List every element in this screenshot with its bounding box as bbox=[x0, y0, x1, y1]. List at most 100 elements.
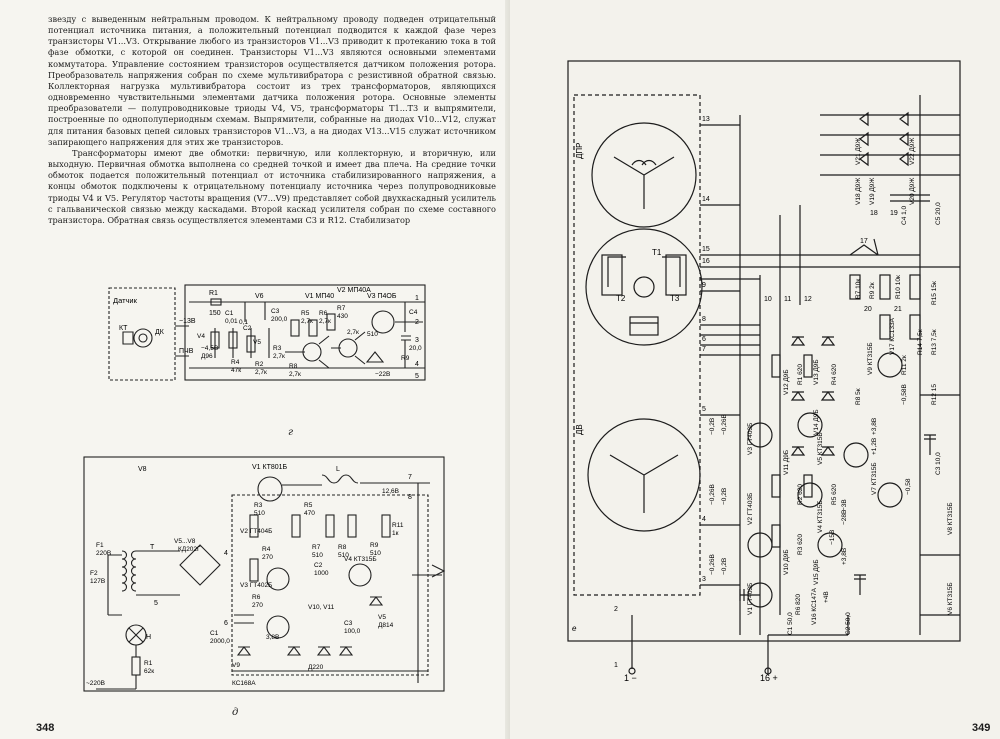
fig-d-label-9: 270 bbox=[252, 602, 263, 609]
fig-d-label-22: R9 bbox=[370, 542, 379, 549]
fig-d-label-25: 1к bbox=[392, 530, 399, 537]
fig-g-label-40: ПЧВ bbox=[179, 348, 194, 355]
comp-r3: R3 620 bbox=[797, 534, 804, 555]
fig-g-label-23: R8 bbox=[289, 363, 298, 370]
t2-label: T2 bbox=[616, 294, 626, 303]
fig-g-label-31: 2,7к bbox=[255, 369, 267, 376]
comp-r14: R14 7,5к bbox=[917, 329, 924, 355]
terminal-2: 2 bbox=[614, 606, 618, 613]
fig-g-label-9: C1 bbox=[225, 310, 234, 317]
fig-g-label-38: −22В bbox=[375, 371, 390, 378]
volt-14: +3,8В bbox=[871, 418, 878, 435]
volt-11: −3В bbox=[841, 499, 848, 511]
comp-r9: R9 2к bbox=[869, 282, 876, 299]
comp-v20: V20 Д9Ж bbox=[909, 178, 916, 205]
fig-d-label-27: V4 КТ315Б bbox=[344, 556, 377, 563]
comp-v3: V3 ГТ403Б bbox=[747, 423, 754, 455]
fig-g-label-3: R1 bbox=[209, 290, 218, 297]
terminal-9: 9 bbox=[702, 282, 706, 289]
fig-d-label-10: V2 ГТ404Б bbox=[240, 528, 272, 535]
fig-g-label-41: 1 bbox=[415, 295, 419, 302]
schematic-figure-e: ДПР ДВ T1 T2 T3 1 − 16 + е 13 14 15 16 9… bbox=[567, 60, 961, 683]
comp-r6: R6 820 bbox=[795, 594, 802, 615]
fig-g-label-24: 2,7к bbox=[289, 371, 301, 378]
terminal-17: 17 bbox=[860, 238, 868, 245]
comp-v4: V4 КТ315Б bbox=[817, 500, 824, 533]
right-page: ДПР ДВ T1 T2 T3 1 − 16 + е 13 14 15 16 9… bbox=[510, 0, 1000, 739]
fig-d-label-3: 510 bbox=[254, 510, 265, 517]
fig-g-label-12: 0,1 bbox=[239, 319, 248, 326]
terminal-18: 18 bbox=[870, 210, 878, 217]
terminal-16: 16 bbox=[702, 258, 710, 265]
fig-d-label-36: F1 bbox=[96, 542, 104, 549]
terminal-11: 11 bbox=[784, 296, 791, 303]
fig-d-label-32: V10, V11 bbox=[308, 604, 335, 611]
fig-d-label-17: 510 bbox=[338, 552, 349, 559]
comp-v19: V19 Д9Ж bbox=[869, 178, 876, 205]
terminal-19: 19 bbox=[890, 210, 898, 217]
fig-d-label-18: C1 bbox=[210, 630, 219, 637]
comp-r7: R7 10к bbox=[855, 279, 862, 299]
fig-g-label-15: R5 bbox=[301, 310, 310, 317]
comp-r13: R13 7,5к bbox=[931, 329, 938, 355]
fig-d-label-45: 62к bbox=[144, 668, 154, 675]
comp-v17: V17 КС133А bbox=[889, 317, 896, 355]
comp-v2: V2 ГТ403Б bbox=[747, 493, 754, 525]
fig-d-label-38: F2 bbox=[90, 570, 98, 577]
fig-g-label-4: 150 bbox=[209, 310, 221, 317]
fig-g-label-11: C2 bbox=[243, 325, 252, 332]
paragraph-2: Трансформаторы имеют две обмотки: первич… bbox=[48, 147, 496, 225]
fig-g-label-30: R2 bbox=[255, 361, 264, 368]
volt-6: +3,8В bbox=[841, 548, 848, 565]
fig-d-label-35: Д814 bbox=[378, 622, 394, 629]
fig-d-label-33: Д220 bbox=[308, 664, 324, 671]
fig-g-label-34: R4 bbox=[231, 359, 240, 366]
comp-v11: V11 Д9Б bbox=[783, 450, 790, 475]
volt-8: −0,58 bbox=[905, 478, 912, 495]
comp-v21: V21 Д9Ж bbox=[855, 138, 862, 165]
fig-d-label-12: 3,8В bbox=[266, 634, 279, 641]
figure-d-caption: д bbox=[232, 707, 239, 718]
terminal-plus: 16 + bbox=[760, 673, 778, 683]
fig-d-label-49: 6 bbox=[224, 620, 228, 627]
fig-d-label-28: C3 bbox=[344, 620, 353, 627]
comp-r11: R11 2к bbox=[901, 355, 908, 375]
comp-v1: V1 ГТ403Б bbox=[747, 583, 754, 615]
fig-g-label-32: R3 bbox=[273, 345, 282, 352]
terminal-6: 6 bbox=[702, 336, 706, 343]
comp-v18: V18 Д9Ж bbox=[855, 178, 862, 205]
fig-d-label-11: V3 ГТ402Б bbox=[240, 582, 272, 589]
fig-g-label-42: 2 bbox=[415, 319, 419, 326]
fig-d-label-20: C2 bbox=[314, 562, 323, 569]
fig-g-label-1: КТ bbox=[119, 325, 128, 332]
comp-v5: V5 КТ315Б bbox=[817, 432, 824, 465]
page-number-left: 348 bbox=[36, 722, 55, 734]
volt-3: −0,2В bbox=[721, 488, 728, 505]
comp-v9: V9 КТ315Б bbox=[867, 342, 874, 375]
terminal-4: 4 bbox=[702, 516, 706, 523]
figure-g-caption: г bbox=[288, 427, 294, 438]
volt-0: −0,2В bbox=[709, 418, 716, 435]
fig-g-label-25: R9 bbox=[401, 355, 410, 362]
terminal-13: 13 bbox=[702, 116, 710, 123]
fig-d-label-34: V5 bbox=[378, 614, 386, 621]
comp-v13: V13 Д9Б bbox=[813, 359, 820, 385]
fig-d-label-39: 127В bbox=[90, 578, 105, 585]
fig-g-label-44: 4 bbox=[415, 361, 419, 368]
terminal-12: 12 bbox=[804, 296, 812, 303]
fig-d-label-8: R6 bbox=[252, 594, 261, 601]
volt-5: −0,2В bbox=[721, 558, 728, 575]
page-number-right: 349 bbox=[972, 722, 991, 734]
comp-v14: V14 Д9Б bbox=[813, 409, 820, 435]
volt-7: +4В bbox=[823, 591, 830, 603]
fig-d-label-24: R11 bbox=[392, 522, 404, 529]
comp-c2: C2 50,0 bbox=[845, 612, 852, 635]
volt-9: −15В bbox=[829, 530, 836, 545]
fig-d-label-19: 2000,0 bbox=[210, 638, 230, 645]
comp-v10: V10 Д9Б bbox=[783, 549, 790, 575]
t3-label: T3 bbox=[670, 294, 680, 303]
fig-d-label-16: R8 bbox=[338, 544, 347, 551]
fig-g-label-5: V6 bbox=[255, 293, 264, 300]
volt-2: −0,26В bbox=[709, 484, 716, 505]
fig-g-label-18: 2,7к bbox=[319, 318, 331, 325]
